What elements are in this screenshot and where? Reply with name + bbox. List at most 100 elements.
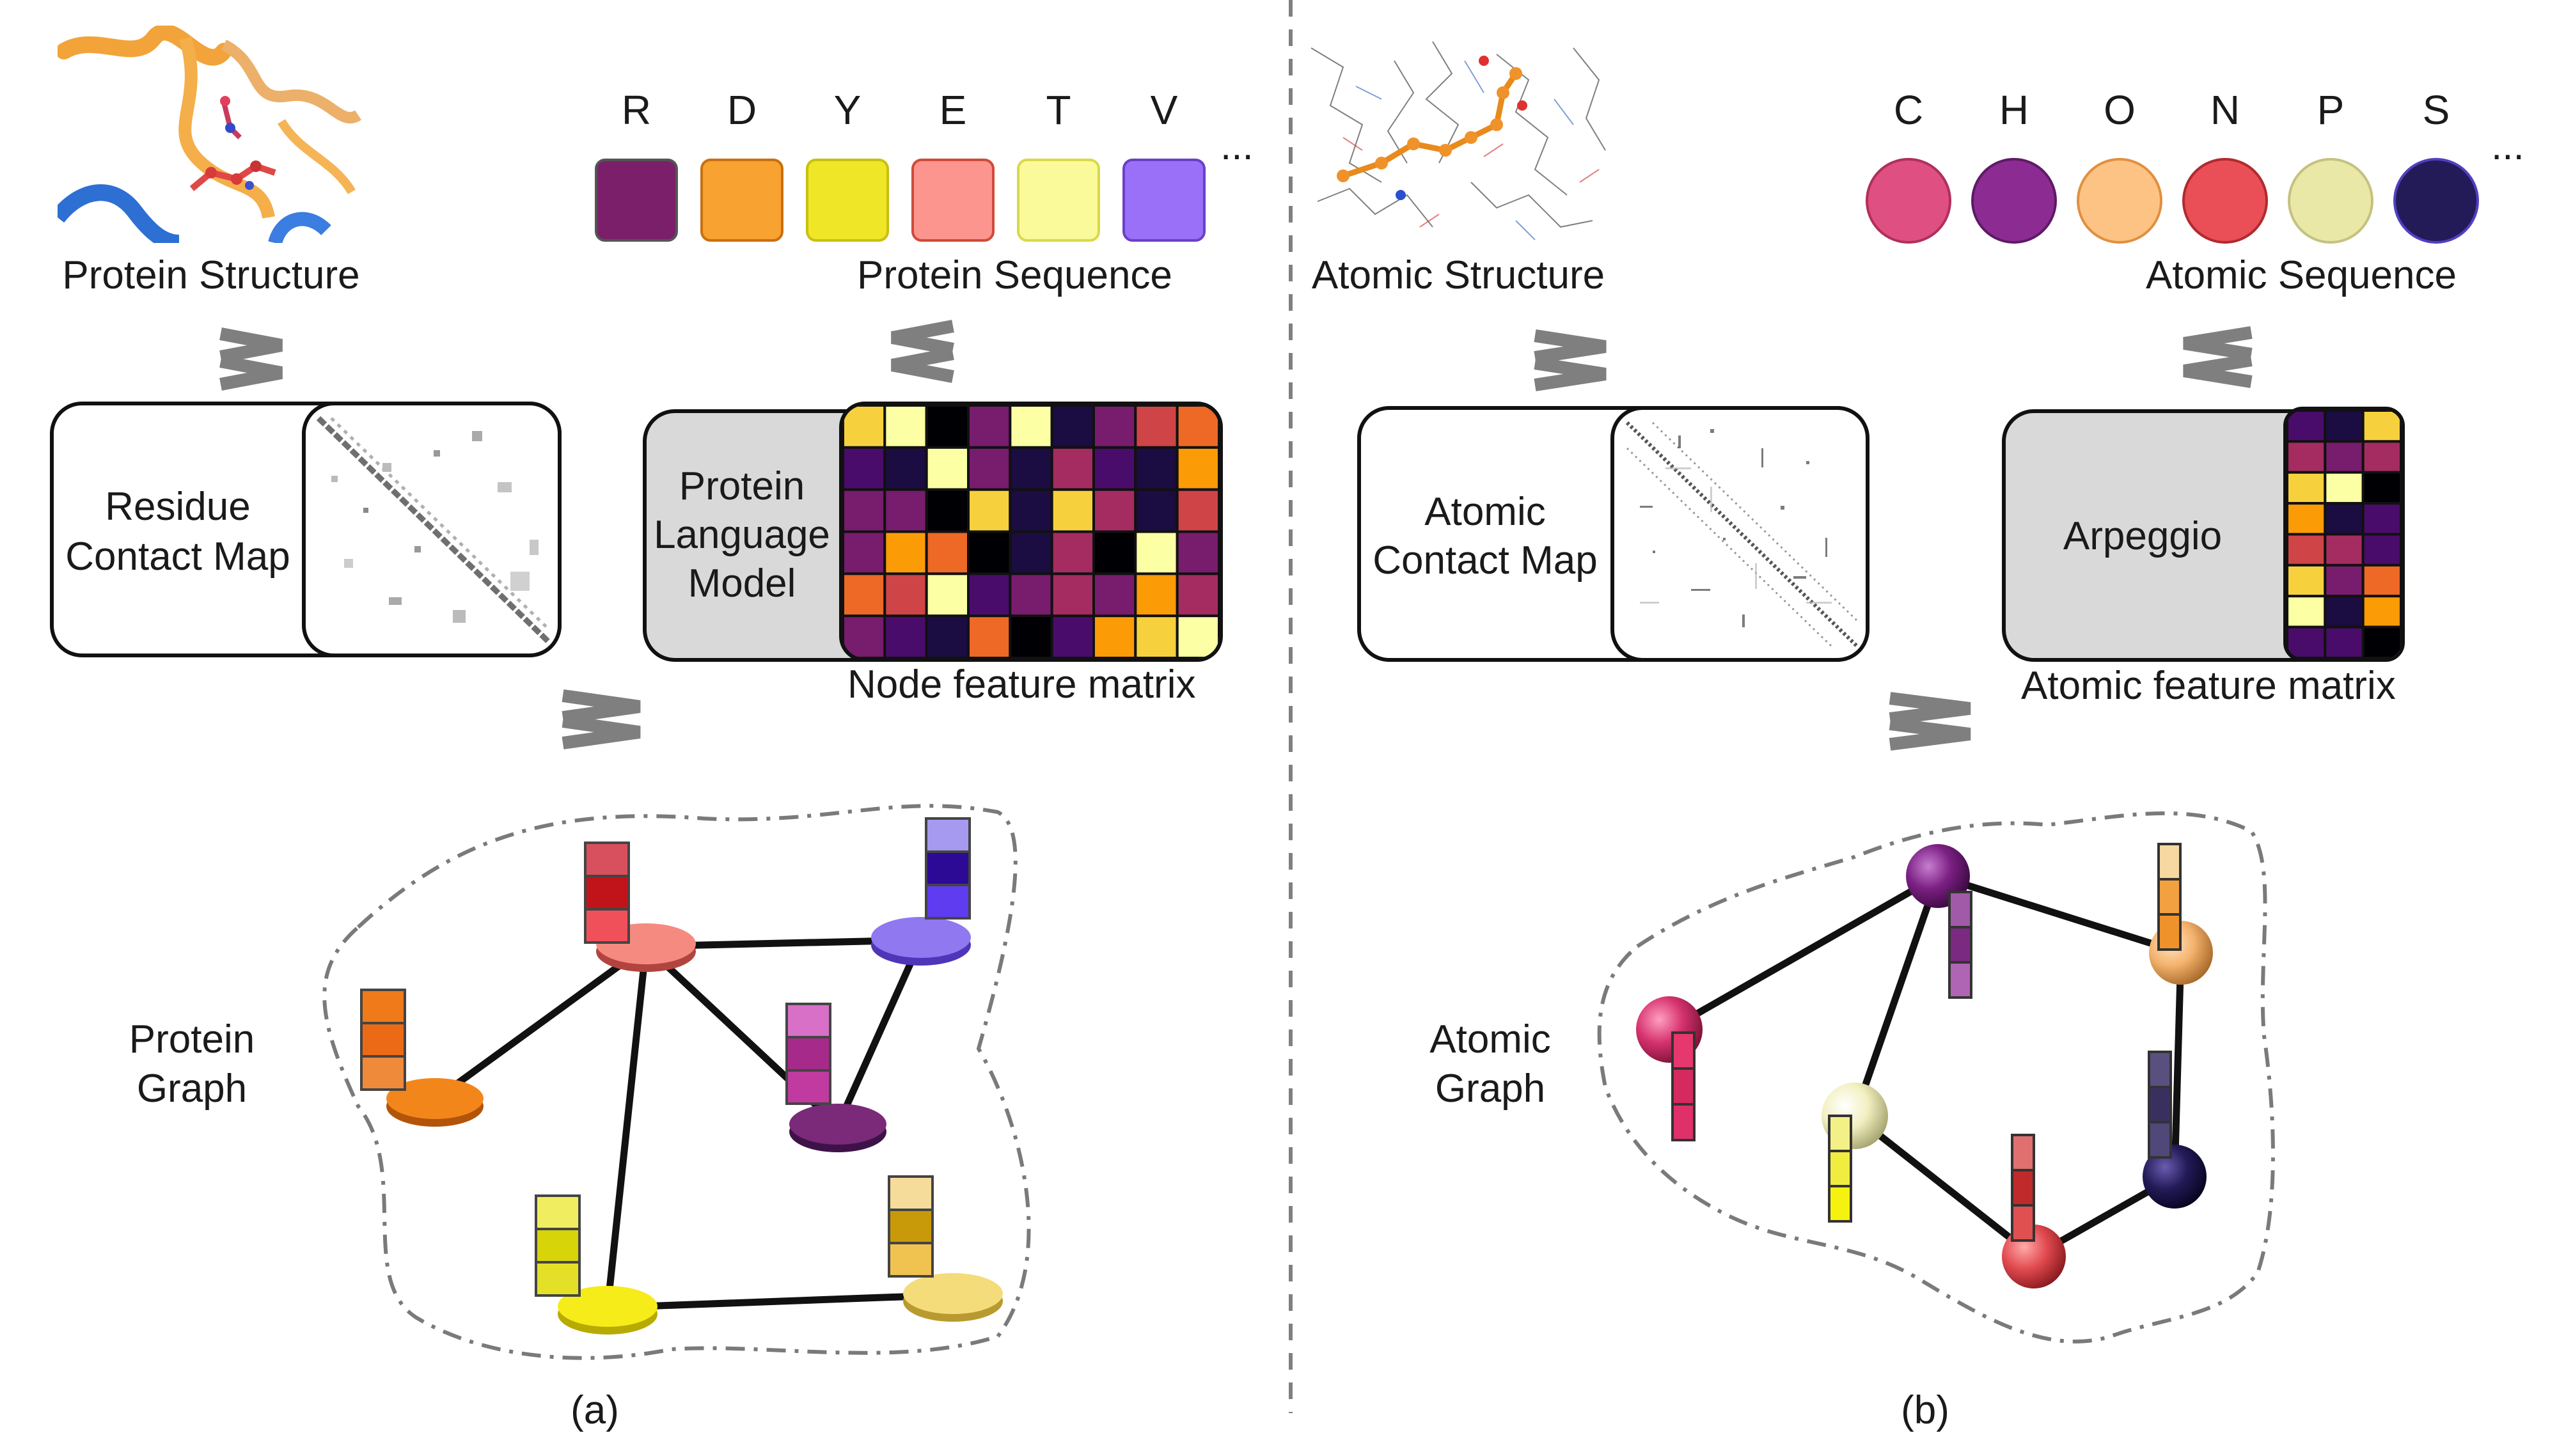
atom-feature-vector xyxy=(1948,891,1972,999)
residue-contact-map-label-line1: Residue xyxy=(105,485,251,529)
residue-node xyxy=(558,1286,657,1335)
matrix-cell xyxy=(967,530,1012,575)
residue-node xyxy=(386,1078,484,1127)
plm-label-line2: Language xyxy=(654,513,830,557)
atomic-sequence-letter: N xyxy=(2210,87,2240,133)
atom-feature-vector xyxy=(2157,843,2182,951)
protein-graph-boundary xyxy=(322,804,1031,1360)
matrix-cell xyxy=(1050,488,1095,533)
atomic-sequence-letter: P xyxy=(2317,87,2345,133)
caption-b: (b) xyxy=(1901,1388,1949,1432)
atom-circle xyxy=(2288,158,2373,244)
matrix-cell xyxy=(2287,471,2327,505)
node-feature-matrix-label: Node feature matrix xyxy=(847,662,1196,707)
matrix-cell xyxy=(925,530,970,575)
residue-square xyxy=(1122,159,1206,242)
atom-feature-vector xyxy=(2011,1134,2035,1242)
residue-node xyxy=(903,1273,1003,1322)
matrix-cell xyxy=(1050,614,1095,658)
matrix-cell xyxy=(1009,446,1053,491)
atomic-sequence-letter: O xyxy=(2104,87,2136,133)
atom-feature-vector xyxy=(1828,1115,1852,1223)
sequence-ellipsis: ... xyxy=(1220,124,1254,168)
atom-circle xyxy=(2077,158,2162,244)
down-chevron-icon xyxy=(891,320,954,383)
atomic-graph-label-line1: Atomic xyxy=(1429,1017,1551,1061)
sequence-ellipsis: ... xyxy=(2491,124,2524,168)
matrix-cell xyxy=(843,572,886,618)
residue-square xyxy=(595,159,678,242)
protein-structure-label: Protein Structure xyxy=(62,253,360,297)
residue-contact-map-plot xyxy=(316,416,551,645)
atom-node xyxy=(2143,1145,2207,1209)
protein-sequence-label: Protein Sequence xyxy=(857,253,1172,297)
atomic-feature-matrix-label: Atomic feature matrix xyxy=(2021,664,2396,708)
node-feature-matrix xyxy=(839,402,1223,662)
atomic-feature-matrix xyxy=(2283,407,2405,662)
down-chevron-icon xyxy=(2183,326,2253,388)
atom-circle xyxy=(1866,158,1951,244)
protein-sequence-letter: V xyxy=(1150,87,1178,133)
atomic-sequence-label: Atomic Sequence xyxy=(2146,253,2457,297)
atomic-structure-image xyxy=(1305,35,1612,246)
caption-a: (a) xyxy=(571,1388,619,1432)
atomic-graph-label-line2: Graph xyxy=(1435,1067,1546,1111)
atom-feature-vector xyxy=(1671,1031,1696,1141)
protein-structure-image xyxy=(58,26,365,243)
down-chevron-icon xyxy=(1534,329,1607,391)
residue-feature-vector xyxy=(360,989,406,1091)
residue-square xyxy=(1017,159,1100,242)
residue-feature-vector xyxy=(925,817,971,920)
matrix-cell xyxy=(1176,488,1219,533)
atomic-structure-label: Atomic Structure xyxy=(1311,253,1605,297)
matrix-cell xyxy=(2361,471,2401,505)
atomic-sequence-letter: S xyxy=(2422,87,2450,133)
residue-feature-vector xyxy=(535,1194,581,1297)
protein-sequence-letter: E xyxy=(939,87,967,133)
matrix-cell xyxy=(1092,572,1137,618)
protein-sequence-letter: R xyxy=(621,87,652,133)
matrix-cell xyxy=(1176,530,1219,575)
arpeggio-label: Arpeggio xyxy=(2063,514,2223,558)
atomic-graph-edges xyxy=(1667,872,2185,1260)
matrix-cell xyxy=(925,614,970,658)
atomic-sequence-letter: H xyxy=(1999,87,2029,133)
atomic-sequence-letter: C xyxy=(1893,87,1924,133)
protein-sequence-letter: Y xyxy=(833,87,862,133)
matrix-cell xyxy=(2361,563,2401,598)
matrix-cell xyxy=(1176,572,1219,618)
down-chevron-icon xyxy=(1889,692,1971,751)
residue-contact-map-label-line2: Contact Map xyxy=(65,535,290,579)
matrix-cell xyxy=(2287,595,2327,629)
residue-square xyxy=(806,159,889,242)
atom-circle xyxy=(2393,158,2479,244)
atomic-contact-map-plot xyxy=(1625,421,1859,648)
node-feature-matrix-grid xyxy=(843,405,1219,658)
matrix-cell xyxy=(2361,502,2401,536)
protein-sequence-letter: D xyxy=(727,87,757,133)
atomic-contact-map-label-line2: Contact Map xyxy=(1373,538,1598,583)
matrix-cell xyxy=(967,446,1012,491)
plm-label-line1: Protein xyxy=(679,464,805,508)
residue-square xyxy=(911,159,995,242)
residue-feature-vector xyxy=(785,1003,831,1105)
atomic-contact-map xyxy=(1610,406,1869,662)
plm-label-line3: Model xyxy=(688,561,796,606)
residue-feature-vector xyxy=(888,1175,934,1278)
matrix-cell xyxy=(1009,405,1053,449)
matrix-cell xyxy=(1009,530,1053,575)
residue-contact-map xyxy=(302,402,562,657)
matrix-cell xyxy=(1176,405,1219,449)
down-chevron-icon xyxy=(562,689,641,749)
atom-circle xyxy=(2182,158,2268,244)
protein-graph-label-line2: Graph xyxy=(136,1067,248,1111)
matrix-cell xyxy=(1092,530,1137,575)
atomic-contact-map-label-line1: Atomic xyxy=(1424,490,1546,534)
atom-feature-vector xyxy=(2148,1051,2172,1159)
matrix-cell xyxy=(967,488,1012,533)
matrix-cell xyxy=(2287,563,2327,598)
residue-feature-vector xyxy=(584,842,630,944)
residue-square xyxy=(700,159,783,242)
matrix-cell xyxy=(967,405,1012,449)
